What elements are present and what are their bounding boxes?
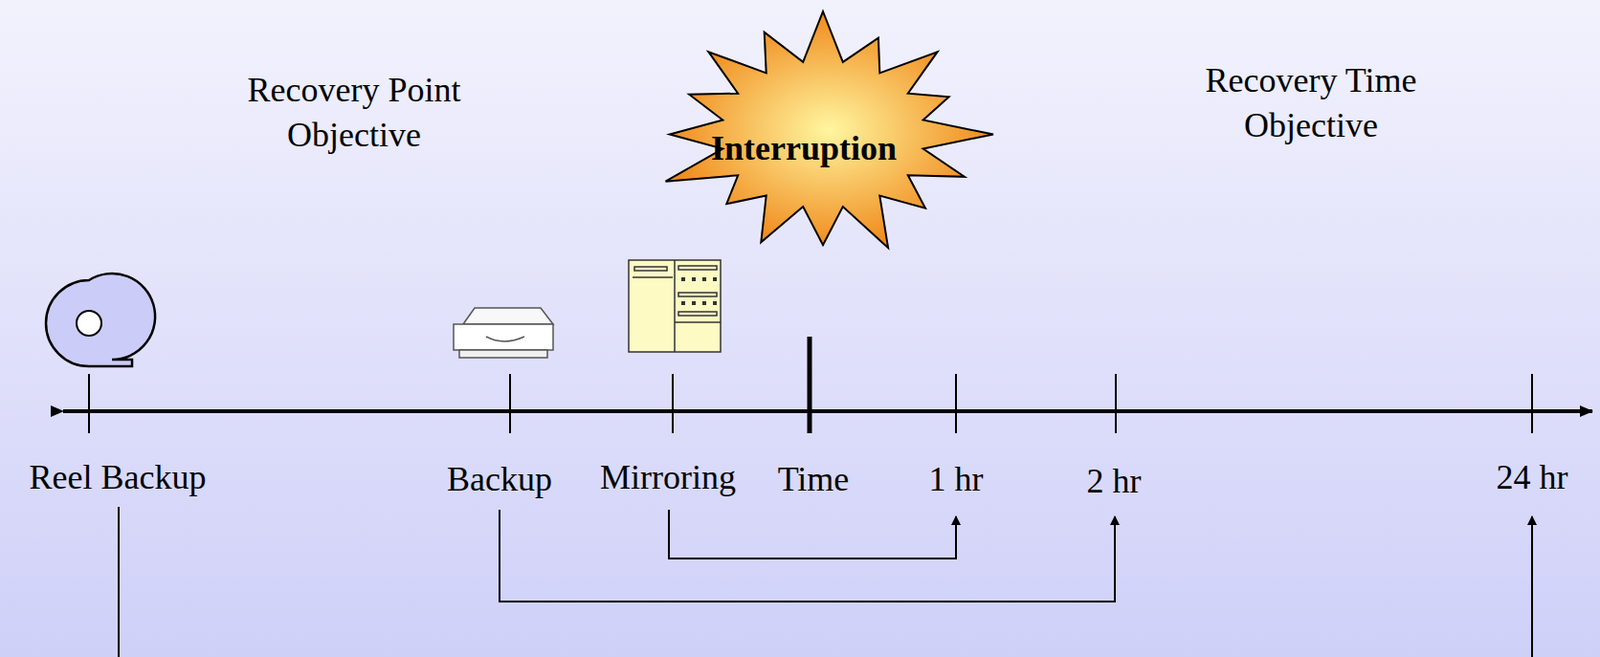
tick-label: 24 hr — [1496, 455, 1569, 501]
tick-label: Time — [777, 457, 850, 503]
tape-reel-icon — [45, 273, 156, 367]
tick-label: Backup — [446, 457, 553, 503]
brackets — [118, 507, 1533, 657]
objective-label: Recovery Point Objective — [220, 67, 489, 158]
tick-label: Reel Backup — [29, 455, 207, 501]
time-axis — [63, 336, 1593, 434]
server-icon — [628, 260, 721, 353]
tick-label: Mirroring — [600, 455, 736, 501]
interruption-starburst: Interruption — [649, 8, 997, 261]
node-text: Interruption — [711, 128, 897, 169]
tick-label: 1 hr — [929, 457, 984, 503]
objective-label: Recovery Time Objective — [1177, 58, 1445, 149]
tick-label: 2 hr — [1087, 459, 1142, 505]
disk-drive-icon — [453, 308, 554, 358]
